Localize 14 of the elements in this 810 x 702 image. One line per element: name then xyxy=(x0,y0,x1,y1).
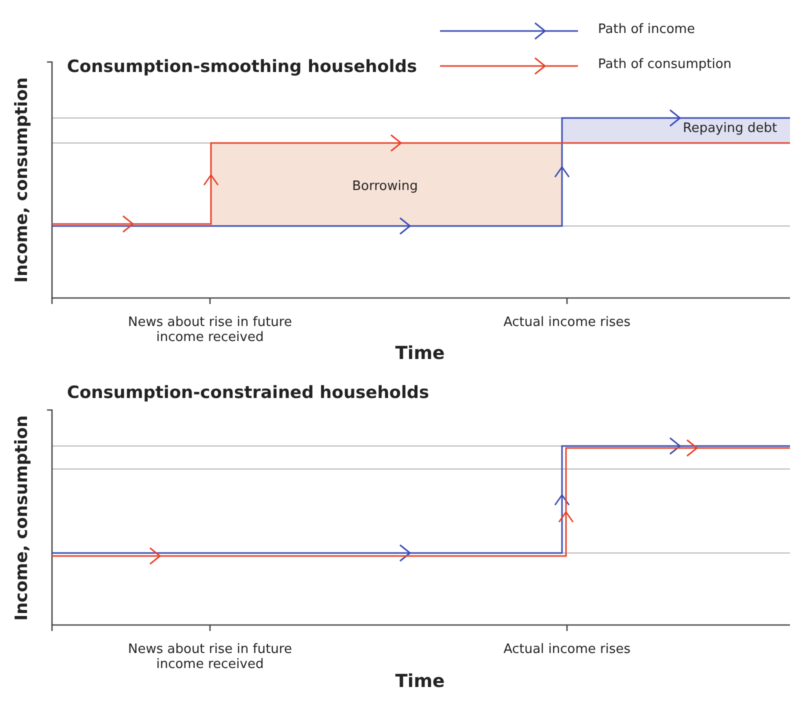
legend-label: Path of consumption xyxy=(598,57,732,72)
axis-title: Time xyxy=(394,671,446,692)
axis-title: Time xyxy=(394,343,446,364)
tick-label: Actual income rises xyxy=(502,642,632,657)
panel-title: Consumption-constrained households xyxy=(67,383,430,403)
area-label: Repaying debt xyxy=(682,121,778,136)
area-label: Borrowing xyxy=(351,179,419,194)
tick-label: Actual income rises xyxy=(502,315,632,330)
axis-title: Income, consumption xyxy=(12,415,32,621)
panel-title: Consumption-smoothing households xyxy=(67,57,418,77)
tick-label: News about rise in future income received xyxy=(127,642,293,672)
tick-label: News about rise in future income received xyxy=(127,315,293,345)
axis-title: Income, consumption xyxy=(12,77,32,283)
legend-label: Path of income xyxy=(598,22,695,37)
